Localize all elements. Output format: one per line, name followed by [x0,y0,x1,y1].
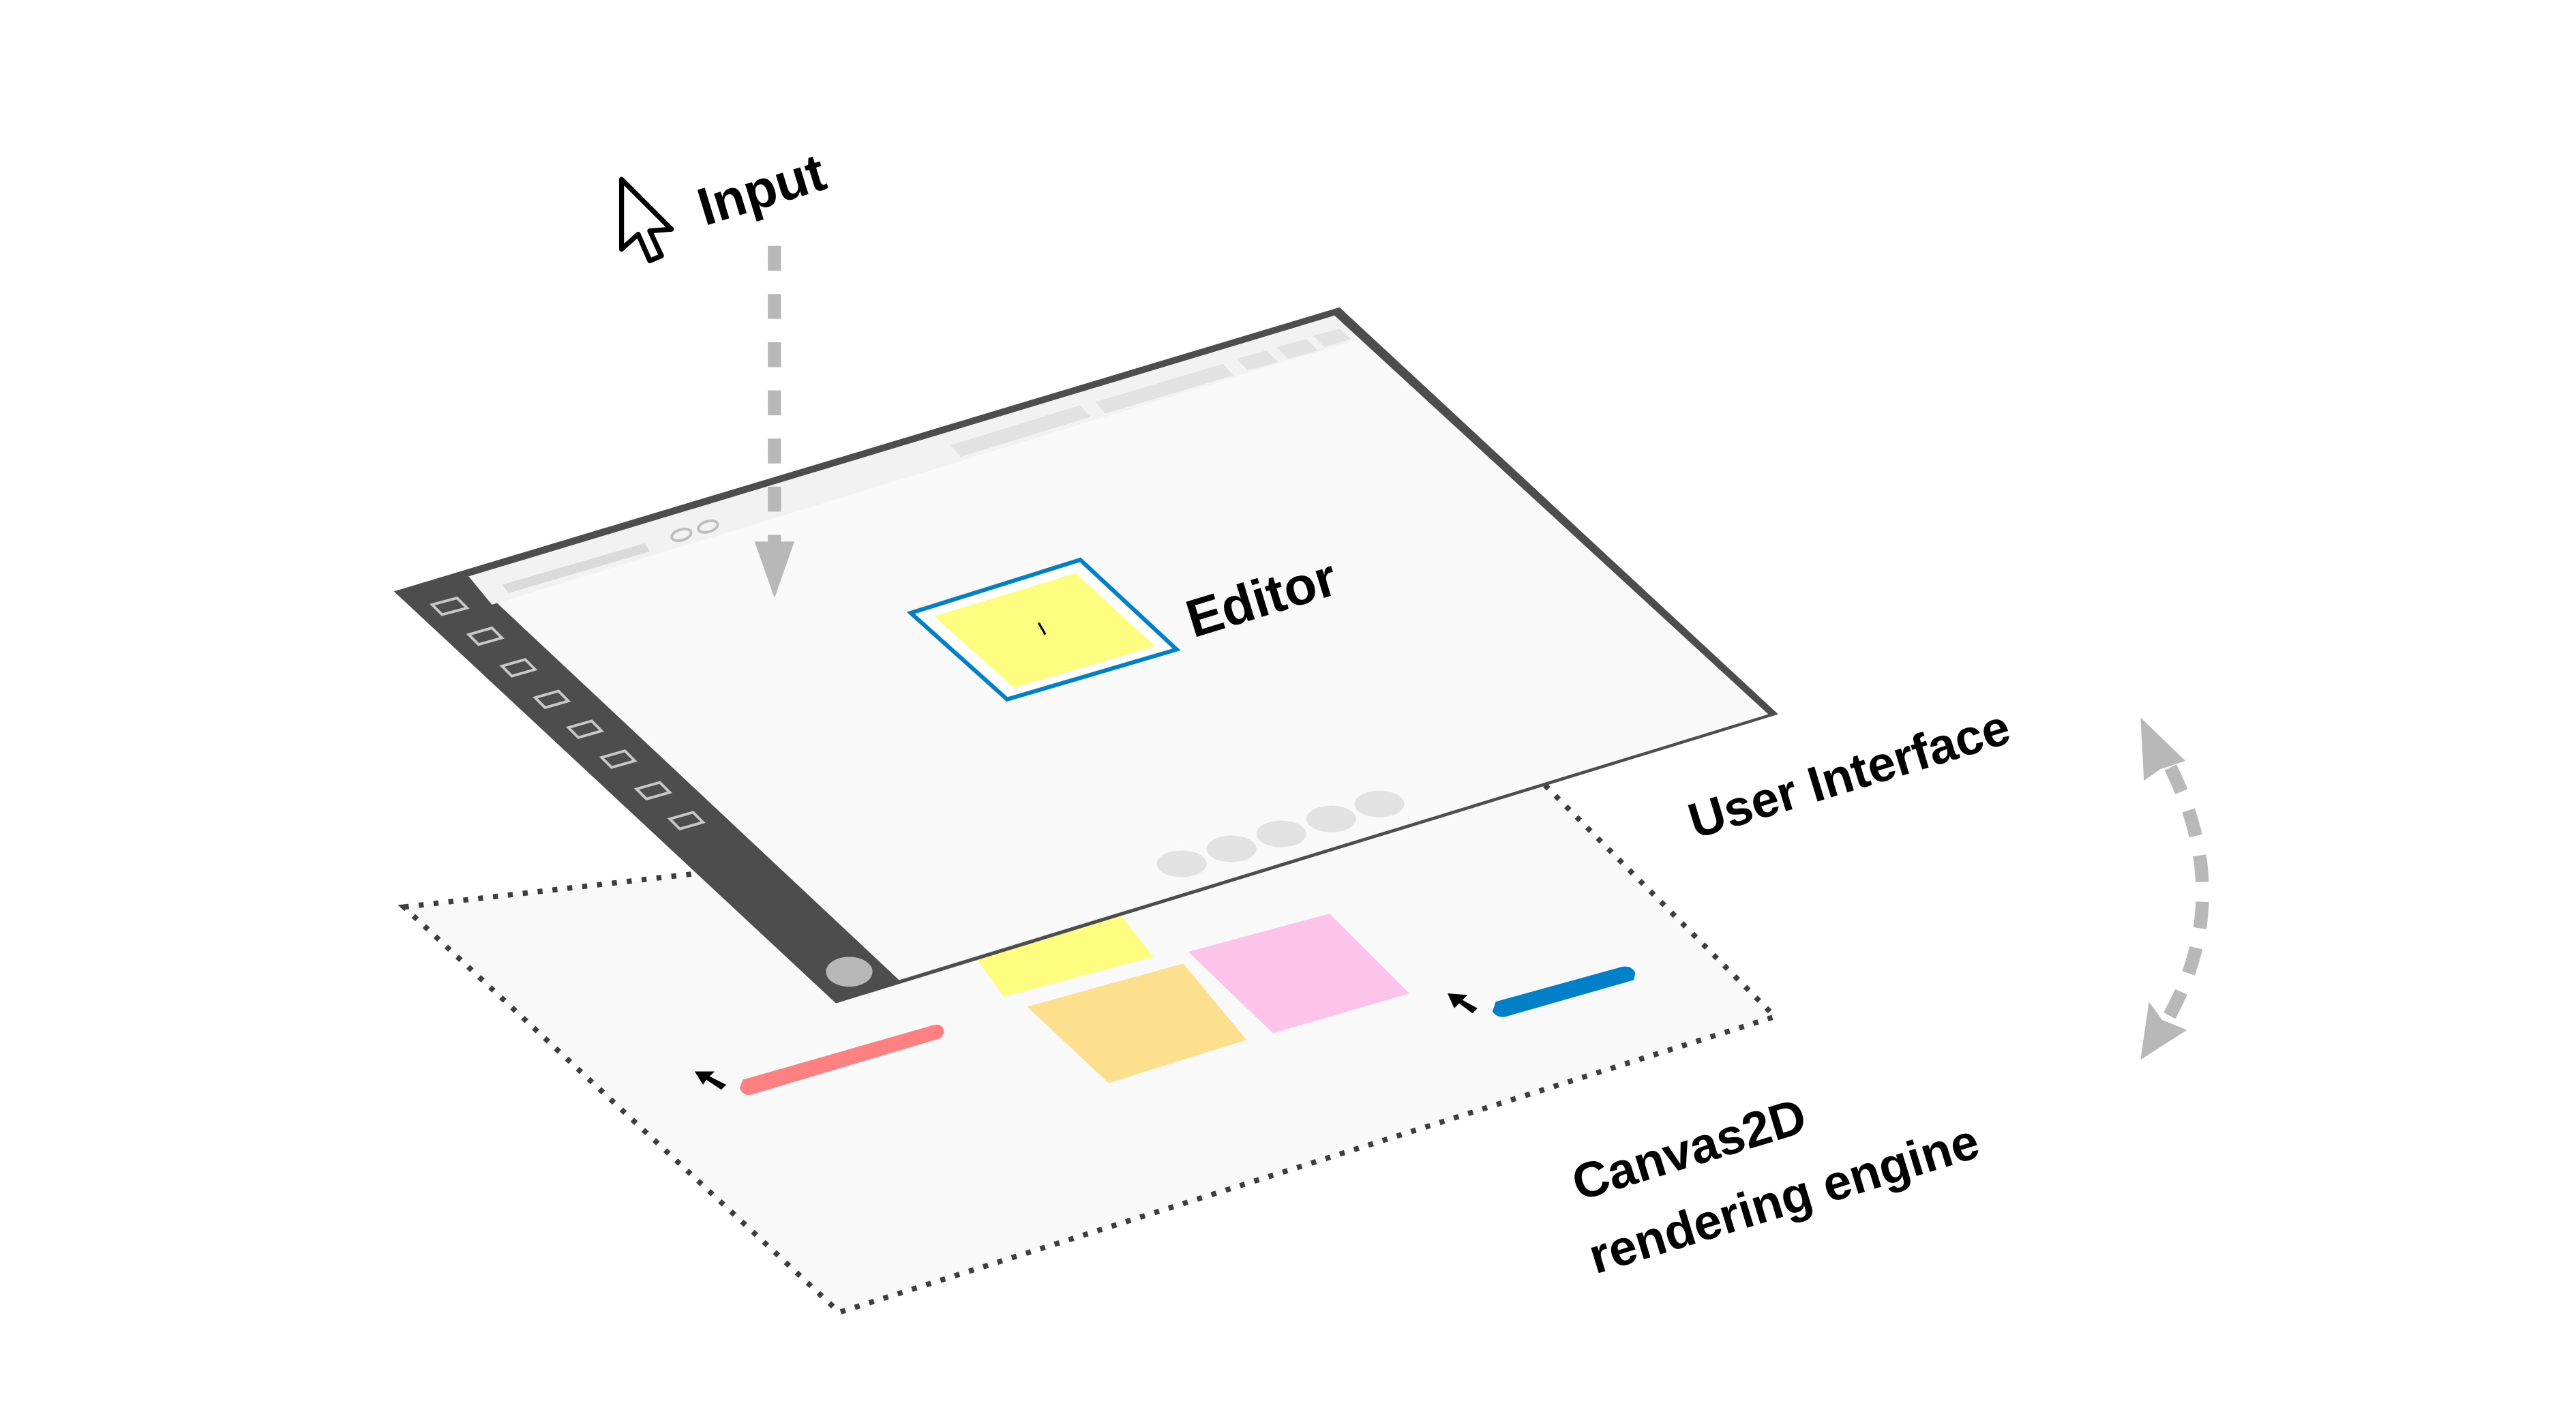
sticky-note-pink [1188,914,1409,1034]
zoom-controls [1156,790,1405,877]
selected-sticky-note[interactable] [933,573,1156,688]
sidebar-tool-icon[interactable] [466,626,505,646]
mouse-pointer-icon [618,177,674,264]
input-label: Input [691,142,833,237]
cursor-arrow-icon [694,1071,727,1090]
zoom-dot[interactable] [1156,850,1207,877]
toolbar-circle-2[interactable] [697,519,719,535]
sidebar-tool-icon[interactable] [667,811,706,830]
sidebar-tool-icon[interactable] [633,781,673,801]
sidebar-tool-icon[interactable] [429,596,470,616]
arrow-down-icon [2140,1002,2187,1060]
zoom-dot[interactable] [1354,790,1405,817]
text-cursor-icon [1038,622,1047,635]
toolbar-square-1[interactable] [1236,350,1278,371]
avatar[interactable] [826,957,873,987]
sidebar-tool-icon[interactable] [499,658,538,678]
sidebar-tool-icon[interactable] [565,719,605,739]
arrow-up-icon [2140,717,2186,781]
toolbar-square-2[interactable] [1276,339,1318,359]
zoom-dot[interactable] [1256,820,1306,847]
sticky-note-orange [1027,963,1247,1083]
input-arrow-head-icon [754,541,795,599]
shape-bar-blue [1492,966,1636,1017]
toolbar-circle-1[interactable] [670,527,693,543]
toolbar-pill-1[interactable] [950,405,1090,457]
sticky-note-yellow [977,910,1154,997]
sync-arrow-curve [2163,764,2209,1020]
toolbar-pill-2[interactable] [1095,363,1233,414]
shape-bar-red [739,1024,944,1095]
cursor-arrow-icon [1447,993,1478,1014]
sidebar-tool-icon[interactable] [533,689,571,710]
toolbar-square-3[interactable] [1313,329,1351,348]
sync-arrow [2140,717,2209,1060]
sidebar [429,596,706,830]
zoom-dot[interactable] [1306,805,1356,832]
zoom-dot[interactable] [1206,835,1257,862]
sidebar-tool-icon[interactable] [599,749,638,769]
editor-window: Editor [393,307,1779,1004]
address-bar[interactable] [502,543,650,593]
